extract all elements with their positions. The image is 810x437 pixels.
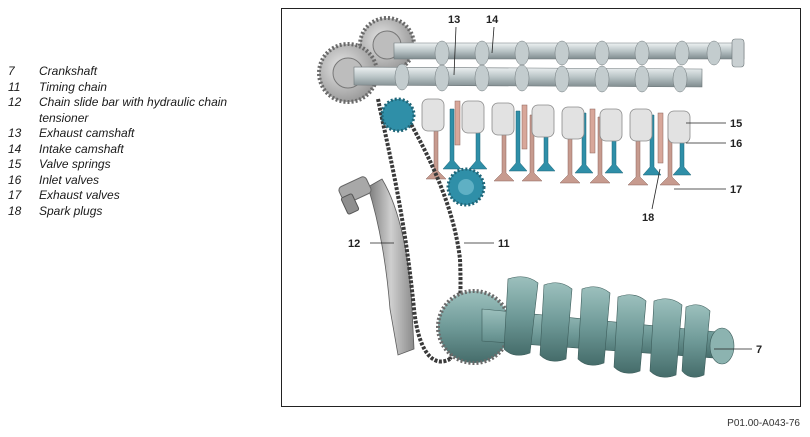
legend-item: 11 Timing chain <box>8 80 270 96</box>
legend-label: Inlet valves <box>39 172 100 187</box>
callout-11: 11 <box>498 238 510 250</box>
callout-13: 13 <box>448 14 460 26</box>
legend-number: 11 <box>8 79 21 94</box>
legend-number: 16 <box>8 172 22 187</box>
legend-item: 15 Valve springs <box>8 157 270 173</box>
legend-item: 18 Spark plugs <box>8 204 270 220</box>
legend-label: Intake camshaft <box>39 141 124 156</box>
engine-illustration: 13 14 15 16 17 18 11 12 7 <box>317 14 762 378</box>
legend-number: 17 <box>8 188 22 202</box>
legend-number: 18 <box>8 203 22 218</box>
crankshaft <box>436 276 735 378</box>
legend-label: Spark plugs <box>39 203 103 218</box>
engine-diagram: 13 14 15 16 17 18 11 12 7 <box>281 8 801 407</box>
legend-label: Crankshaft <box>39 64 98 78</box>
legend-number: 7 <box>8 64 15 78</box>
legend-label: Exhaust camshaft <box>39 126 135 140</box>
callout-15: 15 <box>730 118 742 130</box>
legend-item: 12 Chain slide bar with hydraulic chain t… <box>8 95 270 126</box>
legend-number: 13 <box>8 126 22 140</box>
legend-label: Chain slide bar with hydraulic chain ten… <box>39 95 228 125</box>
callout-lines <box>370 26 752 350</box>
legend-item: 16 Inlet valves <box>8 173 270 189</box>
legend-item: 7 Crankshaft <box>8 64 270 80</box>
legend-item: 14 Intake camshaft <box>8 142 270 158</box>
intermediate-sprocket <box>380 97 486 207</box>
legend-label: Timing chain <box>39 79 107 94</box>
legend-number: 15 <box>8 157 22 171</box>
legend-item: 17 Exhaust valves <box>8 188 270 204</box>
exhaust-camshaft <box>353 63 703 93</box>
figure-code: P01.00-A043-76 <box>727 418 800 429</box>
legend-label: Valve springs <box>39 157 111 171</box>
legend: 7 Crankshaft 11 Timing chain 12 Chain slide… <box>8 64 270 219</box>
inlet-valves <box>442 108 692 176</box>
legend-number: 14 <box>8 141 22 156</box>
callout-7: 7 <box>756 344 762 356</box>
timing-chain <box>376 98 463 364</box>
valve-springs <box>421 98 691 144</box>
chain-slide-bar <box>338 176 415 356</box>
callout-14: 14 <box>486 14 499 26</box>
callout-16: 16 <box>730 138 742 150</box>
callout-17: 17 <box>730 184 742 196</box>
callout-12: 12 <box>348 238 360 250</box>
legend-label: Exhaust valves <box>39 188 120 202</box>
callout-18: 18 <box>642 212 654 224</box>
intake-camshaft <box>393 38 745 68</box>
legend-number: 12 <box>8 95 22 109</box>
legend-item: 13 Exhaust camshaft <box>8 126 270 142</box>
spark-plugs <box>454 100 664 164</box>
